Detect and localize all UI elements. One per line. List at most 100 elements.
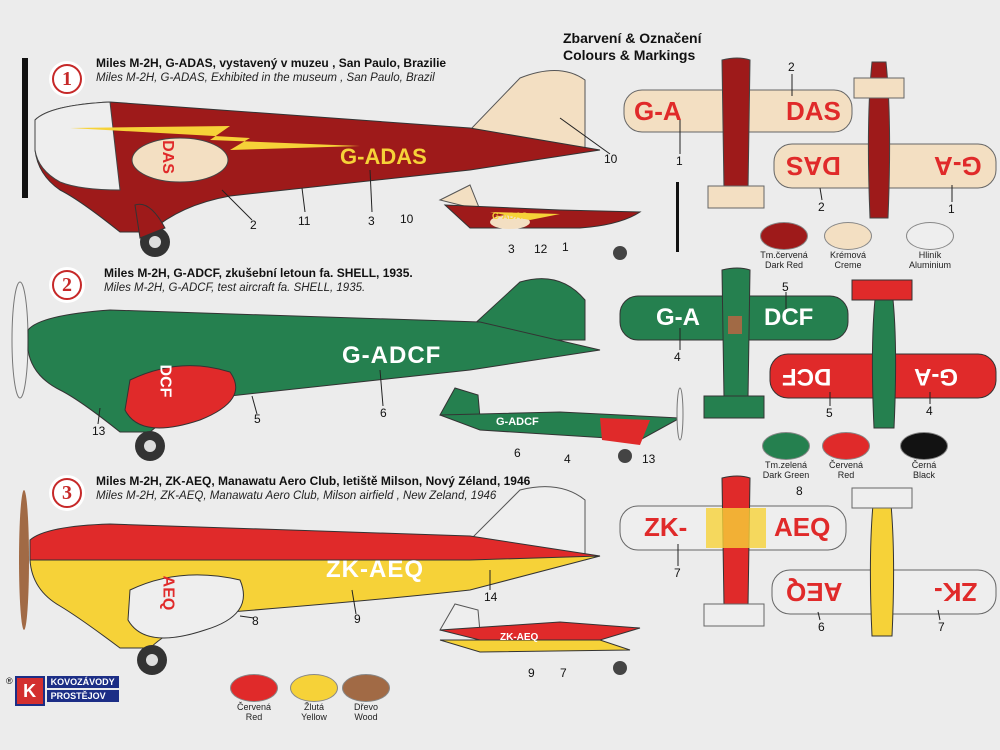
swatch-label-cz: Dřevo xyxy=(353,702,378,712)
swatch-label-en: Wood xyxy=(354,712,378,722)
swatch-wood-color xyxy=(342,674,390,702)
callout-13a: 13 xyxy=(92,424,106,438)
callout-10b: 10 xyxy=(400,212,414,226)
callout-2b: 2 xyxy=(788,60,795,74)
aircraft-3-top xyxy=(619,475,847,627)
swatch-label-en: Creme xyxy=(834,260,862,270)
callout-7a: 7 xyxy=(560,666,567,680)
callout-1c: 1 xyxy=(948,202,955,216)
wing-bottom-1-left: DAS xyxy=(786,151,841,181)
scheme-1-title-cz: Miles M-2H, G-ADAS, vystavený v muzeu , … xyxy=(96,56,447,70)
aircraft-2-side xyxy=(11,278,684,463)
swatch-creme-color xyxy=(824,222,872,250)
registered-mark: ® xyxy=(6,676,13,686)
callout-7b: 7 xyxy=(674,566,681,580)
white-panel-3 xyxy=(127,574,244,639)
swatch-dark-green-color xyxy=(762,432,810,460)
swatch-label-en: Black xyxy=(912,470,935,480)
callout-6c: 6 xyxy=(818,620,825,634)
aircraft-3-side xyxy=(19,486,641,675)
aircraft-1-side xyxy=(22,58,679,260)
callout-12: 12 xyxy=(534,242,548,256)
aircraft-3-bottom xyxy=(771,487,997,637)
scheme-3-badge: 3 xyxy=(52,478,82,508)
callout-5c: 5 xyxy=(826,406,833,420)
swatch-yellow: Žlutá Yellow xyxy=(286,674,342,722)
aircraft-1-top xyxy=(623,57,853,209)
aircraft-2-nose-marking: DCF xyxy=(156,364,174,398)
swatch-label-cz: Hliník xyxy=(918,250,942,260)
aircraft-1-small-registration: G-ADAS xyxy=(492,211,528,221)
callout-6b: 6 xyxy=(514,446,521,460)
wing-top-3-right: AEQ xyxy=(774,512,831,542)
swatch-label-cz: Tm.červená xyxy=(760,250,808,260)
propeller-2 xyxy=(11,281,29,399)
swatch-label-en: Yellow xyxy=(301,712,327,722)
swatch-red-2-color xyxy=(822,432,870,460)
swatch-black: Černá Black xyxy=(896,432,952,480)
callout-13b: 13 xyxy=(642,452,656,466)
swatch-label-cz: Černá xyxy=(911,460,937,470)
aircraft-2-bottom xyxy=(769,279,997,429)
swatch-label-cz: Žlutá xyxy=(303,702,324,712)
callout-5a: 5 xyxy=(254,412,261,426)
swatch-aluminium: Hliník Aluminium xyxy=(900,222,960,270)
callout-5b: 5 xyxy=(782,280,789,294)
callout-3a: 3 xyxy=(368,214,375,228)
callout-10a: 10 xyxy=(604,152,618,166)
flash-stripe-1 xyxy=(70,126,360,150)
fuselage-top-1 xyxy=(721,57,751,191)
propeller-3 xyxy=(19,490,29,630)
header: Zbarvení & Označení Colours & Markings xyxy=(563,30,701,64)
header-en: Colours & Markings xyxy=(563,47,696,63)
swatch-yellow-color xyxy=(290,674,338,702)
aircraft-2-small-registration: G-ADCF xyxy=(496,416,539,428)
aircraft-3-small-registration: ZK-AEQ xyxy=(500,632,539,643)
swatch-label-en: Aluminium xyxy=(908,260,951,270)
swatch-label-cz: Červená xyxy=(236,702,272,712)
aircraft-2-registration: G-ADCF xyxy=(342,342,442,369)
wing-top-2-left: G-A xyxy=(656,304,700,331)
aircraft-1-bottom xyxy=(773,61,997,219)
swatch-aluminium-color xyxy=(906,222,954,250)
callout-11: 11 xyxy=(298,214,311,228)
wing-bottom-3-left: AEQ xyxy=(786,577,843,607)
scheme-1-badge: 1 xyxy=(52,64,82,94)
callout-8b: 8 xyxy=(796,484,803,498)
swatch-red-2: Červená Red xyxy=(818,432,874,480)
callout-2c: 2 xyxy=(818,200,825,214)
aircraft-3-nose-marking: AEQ xyxy=(159,575,177,611)
callout-4a: 4 xyxy=(564,452,571,466)
scheme-2-badge: 2 xyxy=(52,270,82,300)
logo-text-bottom: PROSTĚJOV xyxy=(46,690,119,702)
callout-6a: 6 xyxy=(380,406,387,420)
tail-fin-2 xyxy=(469,278,586,341)
callout-3b: 3 xyxy=(508,242,515,256)
swatch-label-en: Red xyxy=(245,712,263,722)
swatch-label-cz: Červená xyxy=(828,460,864,470)
aircraft-2-top xyxy=(619,267,849,419)
logo-k-mark: K xyxy=(14,676,45,706)
callout-9a: 9 xyxy=(354,612,361,626)
logo-text-top: KOVOZÁVODY xyxy=(46,676,119,688)
wing-top-1-left: G-A xyxy=(634,96,682,126)
swatch-red-3-color xyxy=(230,674,278,702)
aircraft-1-registration: G-ADAS xyxy=(340,144,427,169)
scheme-3-title-cz: Miles M-2H, ZK-AEQ, Manawatu Aero Club, … xyxy=(96,474,531,488)
scheme-3-title-en: Miles M-2H, ZK-AEQ, Manawatu Aero Club, … xyxy=(96,490,497,502)
swatch-creme: Krémová Creme xyxy=(820,222,876,270)
callout-4c: 4 xyxy=(926,404,933,418)
swatch-label-en: Red xyxy=(837,470,855,480)
swatch-wood: Dřevo Wood xyxy=(338,674,394,722)
swatch-dark-red-color xyxy=(760,222,808,250)
red-panel-2 xyxy=(124,365,237,429)
swatch-label-en: Dark Green xyxy=(762,470,810,480)
wing-bottom-3-right: ZK- xyxy=(934,577,978,607)
wing-bottom-2-left: DCF xyxy=(782,363,832,390)
swatch-red-3: Červená Red xyxy=(226,674,282,722)
wing-top-1-right: DAS xyxy=(786,96,841,126)
scheme-1-title-en: Miles M-2H, G-ADAS, Exhibited in the mus… xyxy=(96,72,435,84)
wing-bottom-2-right: G-A xyxy=(914,363,958,390)
wing-top-2-right: DCF xyxy=(764,304,814,331)
